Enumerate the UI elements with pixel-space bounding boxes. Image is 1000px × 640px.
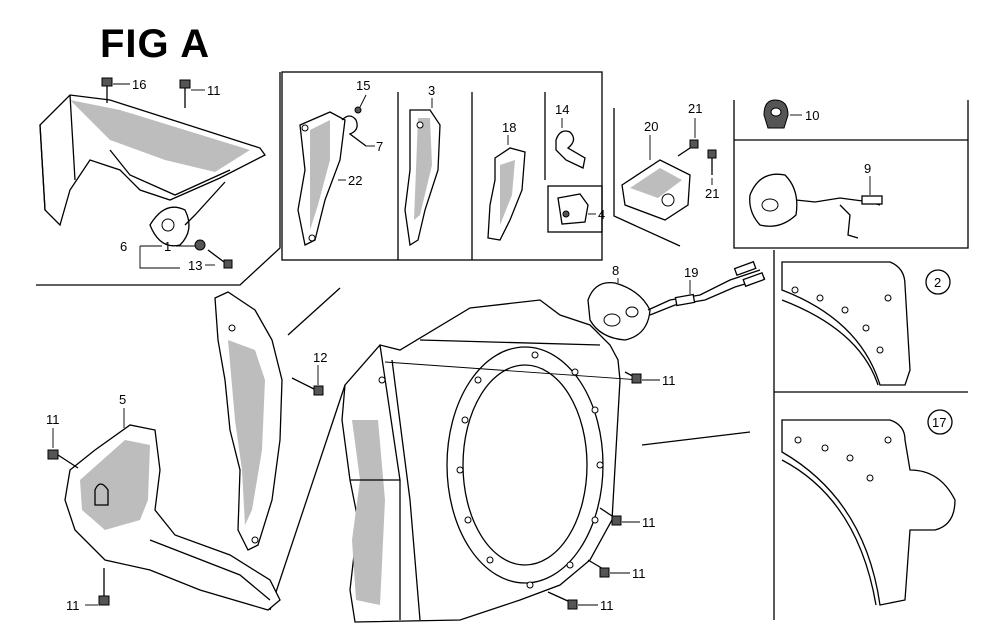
bolt-12 xyxy=(291,377,324,396)
washer-1 xyxy=(194,239,206,251)
upper-left-panel-border xyxy=(36,72,281,286)
clip-14 xyxy=(555,130,586,169)
grommet-10 xyxy=(763,99,789,129)
callout-21-upper: 21 xyxy=(688,101,702,116)
bolt-11-bottom xyxy=(98,568,110,606)
bracket-panel xyxy=(613,108,717,247)
switch-8 xyxy=(587,281,651,341)
callout-13: 13 xyxy=(188,258,202,273)
clip-4 xyxy=(557,193,589,225)
callout-11-housing-r1: 11 xyxy=(642,515,656,530)
bolt-11-housing-r3 xyxy=(547,591,578,610)
callout-20: 20 xyxy=(644,119,658,134)
bolt-16 xyxy=(101,77,113,103)
callout-11-bottom: 11 xyxy=(66,598,80,613)
callout-11-housing-r2: 11 xyxy=(632,566,646,581)
callout-11-housing-r3: 11 xyxy=(600,598,614,613)
callout-16: 16 xyxy=(132,77,146,92)
callout-14: 14 xyxy=(555,102,569,117)
figure-title: FIG A xyxy=(100,22,211,66)
plates-panel xyxy=(281,71,603,261)
callout-4: 4 xyxy=(598,207,605,222)
detail-2-flange xyxy=(781,261,911,386)
callout-22: 22 xyxy=(348,173,362,188)
callout-11-housing-upper: 11 xyxy=(662,373,676,388)
clip-7 xyxy=(341,115,367,147)
bolt-11-housing-r2 xyxy=(587,559,610,578)
callout-3: 3 xyxy=(428,83,435,98)
fan-housing-group xyxy=(269,287,751,623)
detail-panels xyxy=(773,250,968,620)
screw-15 xyxy=(354,106,362,114)
bolt-21-upper xyxy=(677,139,699,157)
bolt-11-left xyxy=(47,449,79,469)
callout-19: 19 xyxy=(684,265,698,280)
bolt-11-housing-r1 xyxy=(599,507,622,526)
plates-panel-border xyxy=(281,71,603,261)
callout-6: 6 xyxy=(120,239,127,254)
callout-11-left: 11 xyxy=(46,412,60,427)
callout-11-top: 11 xyxy=(207,83,221,98)
bolt-11-housing-upper xyxy=(624,371,642,384)
blower-shroud-part xyxy=(39,94,266,227)
detail-17-marker xyxy=(927,409,953,435)
harness-19 xyxy=(647,269,761,311)
callout-15: 15 xyxy=(356,78,370,93)
bolt-21-lower xyxy=(707,149,717,175)
switch-9 xyxy=(749,173,883,239)
fan-opening xyxy=(446,346,604,584)
upper-shroud-group xyxy=(36,72,281,286)
callout-9: 9 xyxy=(864,161,871,176)
switch-8-group xyxy=(587,260,766,341)
callout-5: 5 xyxy=(119,392,126,407)
detail-17-flange xyxy=(781,419,956,606)
callout-12: 12 xyxy=(313,350,327,365)
switch-panel xyxy=(733,99,969,249)
bolt-13 xyxy=(207,249,233,269)
side-cover-group xyxy=(214,291,324,551)
callout-21-lower: 21 xyxy=(705,186,719,201)
guard-5-group xyxy=(47,408,281,611)
detail-17-label: 17 xyxy=(932,415,946,430)
detail-2-label: 2 xyxy=(934,275,941,290)
callout-10: 10 xyxy=(805,108,819,123)
callout-8: 8 xyxy=(612,263,619,278)
callout-7: 7 xyxy=(376,139,383,154)
callout-18: 18 xyxy=(502,120,516,135)
bolt-11-top xyxy=(179,79,191,108)
detail-2-marker xyxy=(925,269,951,295)
callout-1: 1 xyxy=(164,239,171,254)
